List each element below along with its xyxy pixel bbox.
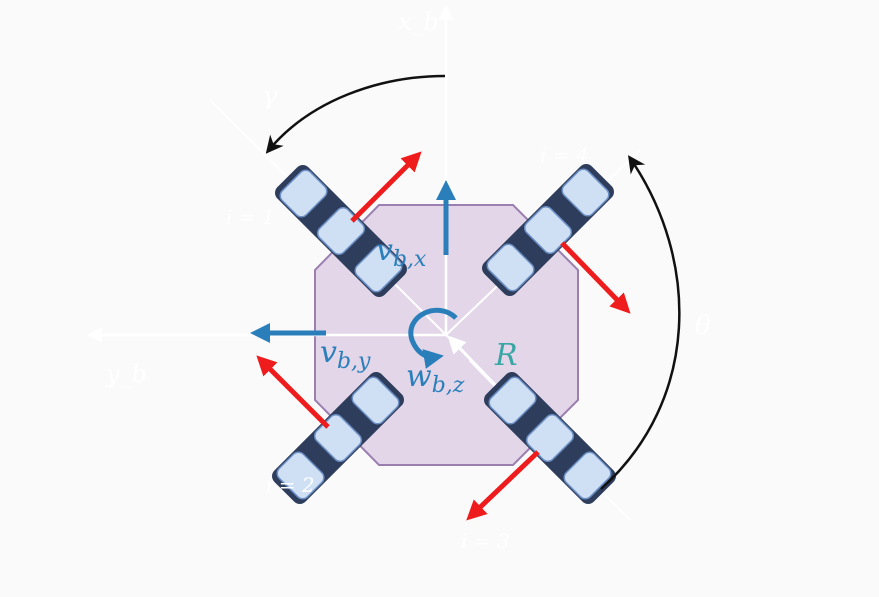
gamma-label: γ	[262, 81, 278, 111]
wheel-3-label: i = 3	[461, 529, 510, 553]
vy-label: vb,y	[320, 335, 371, 374]
wheel-3-drive-arrow	[466, 450, 540, 521]
wheel-4-label: i = 4	[540, 143, 589, 167]
wheel-1-drive-arrow	[350, 151, 422, 223]
svg-text:vb,x: vb,x	[376, 233, 427, 272]
theta-arc	[600, 155, 681, 490]
x-axis-label: x_b	[398, 8, 439, 36]
wheel-2-label: i = 2	[266, 473, 315, 497]
wheel-3	[484, 372, 616, 504]
wheel-1	[275, 165, 407, 297]
wz-arrow	[408, 307, 458, 369]
wheel-2-drive-arrow	[256, 355, 330, 429]
gamma-arc	[265, 74, 446, 154]
wheel-4	[482, 164, 614, 296]
svg-text:vb,y: vb,y	[320, 335, 371, 374]
vx-label: vb,x	[376, 233, 427, 272]
wheel-4-drive-arrow	[560, 241, 631, 314]
wz-label: wb,z	[406, 359, 465, 398]
y-axis-label: y_b	[105, 360, 147, 388]
theta-label: θ	[695, 311, 711, 341]
wheel-1-label: i = 1	[226, 205, 275, 229]
radius-label: R	[494, 338, 518, 373]
svg-text:wb,z: wb,z	[406, 359, 465, 398]
